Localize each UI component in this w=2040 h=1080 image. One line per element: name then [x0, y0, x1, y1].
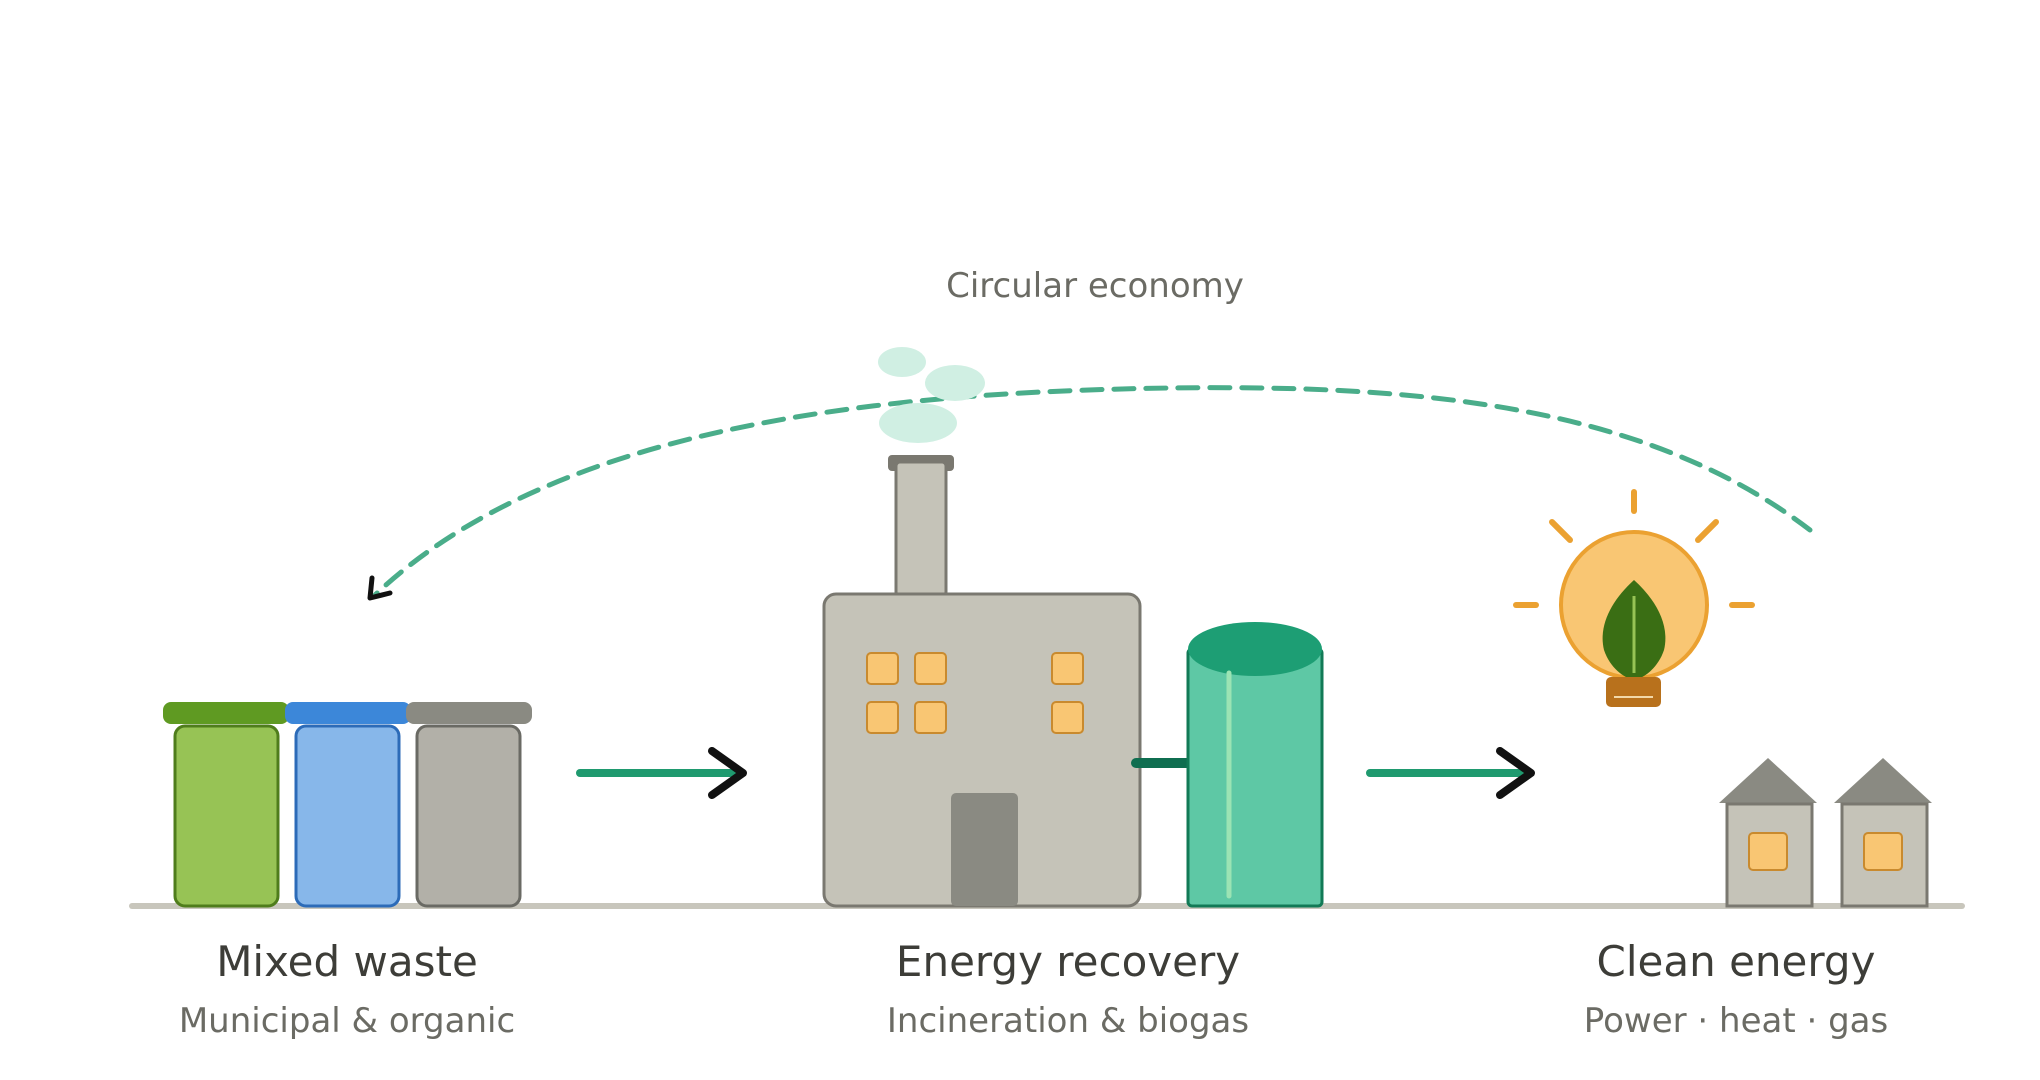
waste-bin-icon: [285, 702, 411, 908]
biogas-tank-icon: [1186, 622, 1324, 908]
window: [866, 701, 899, 734]
window: [914, 701, 947, 734]
window: [1051, 652, 1084, 685]
return-loop-arrow: [367, 385, 1813, 601]
house-icon: [1719, 758, 1817, 908]
stage-title-energy-recovery: Energy recovery: [896, 937, 1240, 986]
lightbulb-leaf-icon: [1513, 489, 1755, 707]
window: [914, 652, 947, 685]
arrow-right-icon: [1366, 747, 1535, 799]
stage-title-mixed-waste: Mixed waste: [216, 937, 478, 986]
door: [951, 793, 1018, 906]
waste-bin-icon: [163, 702, 289, 908]
stage-subtitle-clean-energy: Power · heat · gas: [1584, 1001, 1888, 1041]
smoke-puff: [925, 365, 985, 401]
waste-bin-icon: [406, 702, 532, 908]
waste-bins: [163, 702, 532, 908]
factory-icon: [822, 347, 1142, 908]
smoke-puff: [878, 347, 926, 377]
circular-economy-label: Circular economy: [946, 266, 1244, 306]
window: [866, 652, 899, 685]
stage-subtitle-mixed-waste: Municipal & organic: [179, 1001, 515, 1041]
smoke-puff: [879, 403, 957, 443]
arrow-right-icon: [576, 747, 747, 799]
stage-title-clean-energy: Clean energy: [1597, 937, 1876, 986]
stage-subtitle-energy-recovery: Incineration & biogas: [887, 1001, 1249, 1041]
house-icon: [1834, 758, 1932, 908]
window: [1051, 701, 1084, 734]
